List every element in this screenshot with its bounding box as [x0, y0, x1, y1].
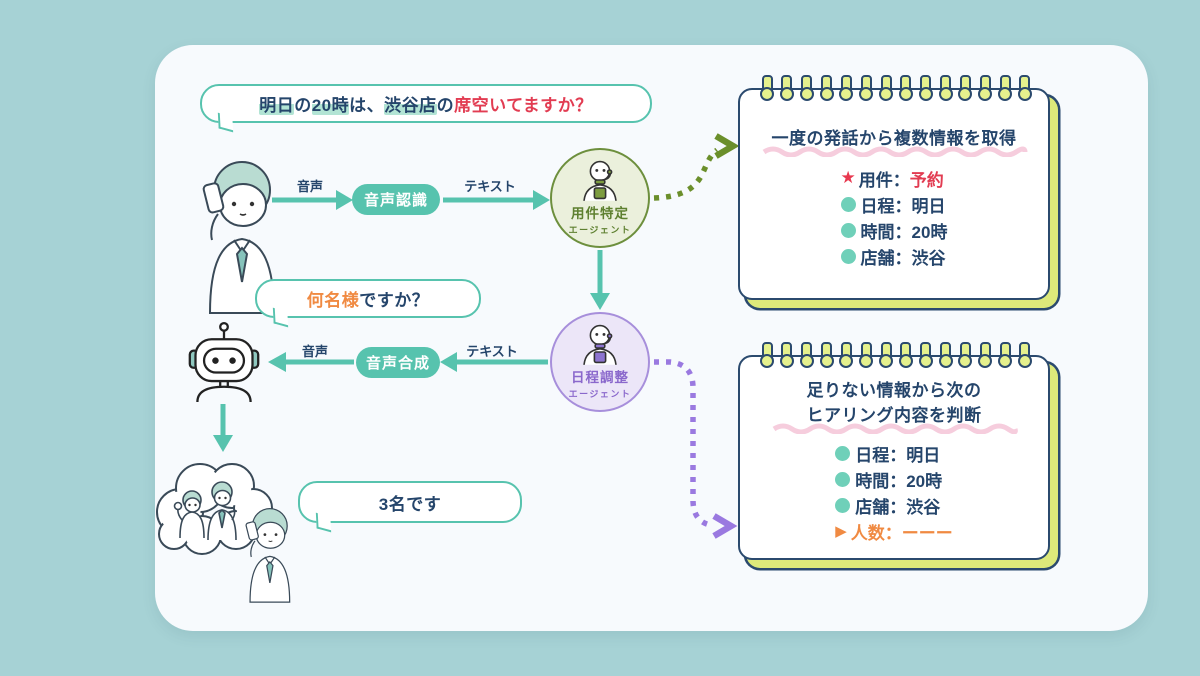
- dot-icon: [835, 497, 851, 513]
- intent-agent-circle: 用件特定 エージェント: [550, 148, 650, 248]
- item-value: 明日: [906, 445, 941, 465]
- item-value: 渋谷: [906, 497, 941, 517]
- item-label: 日程：: [855, 445, 907, 465]
- spiral-binding: [760, 342, 1032, 368]
- memo-item: 時間： 20時: [840, 217, 948, 243]
- utterance-text: 明日の20時は、渋谷店の席空いてますか？: [259, 91, 593, 116]
- robot-illustration: [188, 321, 260, 403]
- customer-answer-illustration: [245, 508, 291, 603]
- utterance-segment: は、: [349, 96, 385, 115]
- voice-label-top: 音声: [296, 179, 323, 194]
- utterance-segment: 明日: [259, 96, 295, 115]
- utterance-segment: の: [294, 96, 312, 115]
- item-label: 店舗：: [860, 248, 912, 268]
- dot-icon: [835, 471, 851, 487]
- memo-item: ▶ 人数： ーーー: [835, 518, 953, 544]
- item-value: ーーー: [901, 523, 953, 543]
- memo-title: 一度の発話から複数情報を取得: [771, 129, 1017, 148]
- memo-item: 時間： 20時: [835, 466, 953, 492]
- memo-item: 店舗： 渋谷: [840, 243, 948, 269]
- memo-item: 日程： 明日: [835, 440, 953, 466]
- customer-answer-bubble: 3名です: [298, 481, 522, 533]
- item-value: 明日: [911, 196, 946, 216]
- mini-person: [173, 490, 205, 539]
- text-label-bottom: テキスト: [466, 344, 518, 359]
- agent-name: 日程調整: [571, 370, 629, 385]
- memo-item: ★ 用件： 予約: [841, 165, 948, 191]
- voice-label-bottom: 音声: [301, 344, 328, 359]
- dot-icon: [840, 196, 856, 212]
- utterance-segment: 席空いてますか？: [454, 96, 593, 115]
- memo-title-line1: 足りない情報から次の: [806, 381, 982, 400]
- operator-icon: [583, 324, 617, 365]
- tts-pill: 音声合成: [356, 347, 440, 378]
- item-label: 時間：: [855, 471, 907, 491]
- wavy-underline: [772, 423, 1018, 434]
- utterance-segment: の: [436, 96, 455, 115]
- wavy-underline: [762, 146, 1028, 157]
- agent-role: エージェント: [568, 389, 632, 399]
- question-segment: 何名様: [306, 291, 360, 310]
- customer-on-phone-illustration: [202, 161, 276, 314]
- triangle-icon: ▶: [835, 523, 847, 540]
- memo-title-line2: ヒアリング内容を判断: [806, 406, 982, 425]
- item-value: 20時: [911, 222, 948, 242]
- item-label: 人数：: [850, 523, 902, 543]
- memo-extracted-info: 一度の発話から複数情報を取得 ★ 用件： 予約 日程： 明日 時間： 20時: [738, 75, 1050, 300]
- spiral-binding: [760, 75, 1032, 101]
- dot-icon: [835, 445, 851, 461]
- asr-pill: 音声認識: [352, 184, 440, 215]
- star-icon: ★: [840, 168, 856, 187]
- utterance-segment: 渋谷店: [384, 96, 437, 115]
- utterance-segment: 20時: [311, 96, 350, 115]
- item-label: 時間：: [860, 222, 912, 242]
- item-value: 予約: [909, 170, 944, 190]
- memo-item: 日程： 明日: [840, 191, 948, 217]
- agent-question-bubble: 何名様ですか？: [255, 279, 481, 328]
- operator-icon: [583, 160, 617, 201]
- item-value: 20時: [906, 471, 943, 491]
- mini-person: [207, 481, 237, 541]
- answer-text: 3名です: [378, 494, 442, 514]
- item-label: 用件：: [858, 170, 910, 190]
- agent-role: エージェント: [568, 225, 632, 235]
- schedule-agent-circle: 日程調整 エージェント: [550, 312, 650, 412]
- dot-icon: [840, 222, 856, 238]
- customer-request-bubble: 明日の20時は、渋谷店の席空いてますか？: [200, 84, 652, 133]
- memo-next-hearing: 足りない情報から次の ヒアリング内容を判断 日程： 明日 時間： 20時 店舗：…: [738, 342, 1050, 560]
- memo-item: 店舗： 渋谷: [835, 492, 953, 518]
- question-text: 何名様ですか？: [307, 286, 430, 311]
- thought-cloud-illustration: [156, 463, 273, 555]
- question-segment: ですか？: [359, 291, 430, 310]
- item-label: 日程：: [860, 196, 912, 216]
- text-label-top: テキスト: [464, 179, 516, 194]
- item-value: 渋谷: [911, 248, 946, 268]
- agent-name: 用件特定: [571, 206, 629, 221]
- dot-icon: [840, 248, 856, 264]
- item-label: 店舗：: [855, 497, 907, 517]
